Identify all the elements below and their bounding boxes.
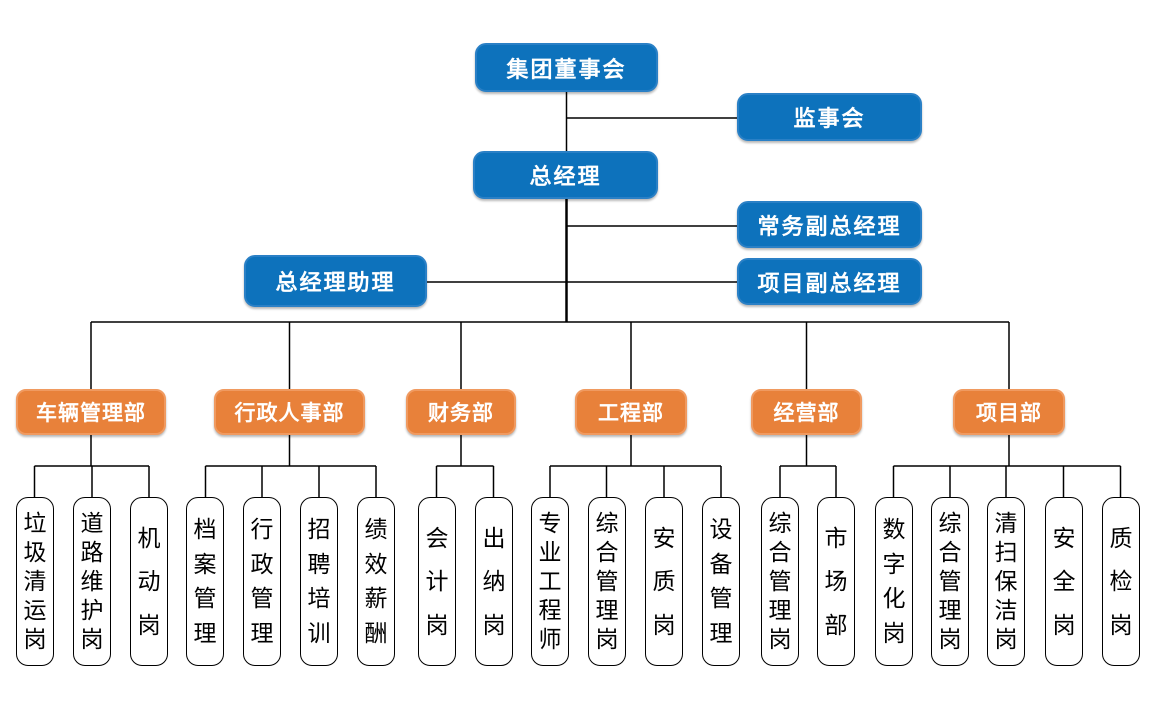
node-pos-equipment-mgmt: 设备管理: [702, 497, 740, 666]
node-dept-engineering: 工程部: [575, 389, 687, 435]
node-pos-market: 市场部: [817, 497, 855, 666]
node-dept-project: 项目部: [953, 389, 1065, 435]
node-pos-digitalization: 数字化岗: [875, 497, 913, 666]
node-pos-accountant: 会计岗: [418, 497, 456, 666]
node-pos-general-mgmt-eng: 综合管理岗: [588, 497, 626, 666]
node-dept-admin-hr: 行政人事部: [214, 389, 365, 435]
node-pos-mobile: 机动岗: [130, 497, 168, 666]
node-pos-archives-mgmt: 档案管理: [186, 497, 224, 666]
node-pos-general-mgmt-proj: 综合管理岗: [931, 497, 969, 666]
node-pos-cleaning: 清扫保洁岗: [987, 497, 1025, 666]
node-pos-professional-engineer: 专业工程师: [531, 497, 569, 666]
node-executive-deputy-gm: 常务副总经理: [737, 201, 922, 248]
node-pos-recruit-training: 招聘培训: [300, 497, 338, 666]
node-project-deputy-gm: 项目副总经理: [737, 258, 922, 305]
node-pos-cashier: 出纳岗: [475, 497, 513, 666]
node-pos-garbage-removal: 垃圾清运岗: [16, 497, 54, 666]
node-dept-operations: 经营部: [751, 389, 862, 435]
node-supervisory-board: 监事会: [737, 93, 922, 141]
node-pos-road-maintenance: 道路维护岗: [73, 497, 111, 666]
node-pos-quality-inspection: 质检岗: [1102, 497, 1140, 666]
node-dept-vehicle-mgmt: 车辆管理部: [16, 389, 166, 435]
node-pos-safety-quality: 安质岗: [645, 497, 683, 666]
node-dept-finance: 财务部: [406, 389, 516, 435]
node-pos-performance-pay: 绩效薪酬: [357, 497, 395, 666]
node-group-board: 集团董事会: [475, 43, 658, 92]
node-pos-admin-mgmt: 行政管理: [243, 497, 281, 666]
node-gm-assistant: 总经理助理: [244, 255, 427, 307]
node-general-manager: 总经理: [473, 151, 658, 199]
node-pos-safety: 安全岗: [1045, 497, 1083, 666]
node-pos-general-mgmt-ops: 综合管理岗: [761, 497, 799, 666]
